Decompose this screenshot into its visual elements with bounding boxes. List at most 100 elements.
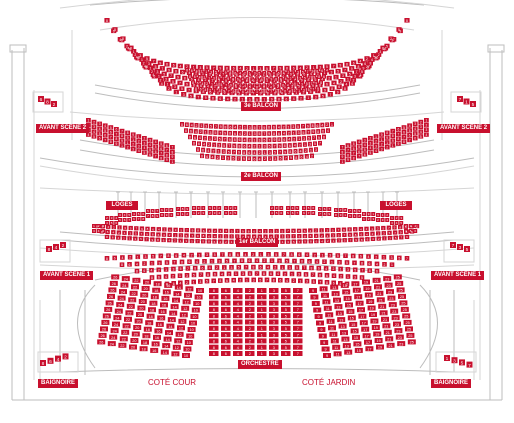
balcon2-seat[interactable]: [368, 145, 373, 150]
orchestre-seat[interactable]: [257, 288, 267, 293]
balcon2-seat[interactable]: [424, 122, 429, 128]
orchestre-seat[interactable]: [293, 306, 303, 312]
balcon2-seat[interactable]: [136, 139, 142, 144]
orchestre-seat[interactable]: [319, 286, 328, 292]
loge-seat[interactable]: [146, 214, 150, 218]
orchestre-seat[interactable]: [214, 265, 220, 270]
balcon1-seat[interactable]: [285, 239, 291, 244]
loge-seat[interactable]: [160, 208, 164, 212]
orchestre-seat[interactable]: [120, 255, 125, 260]
loge-seat[interactable]: [109, 216, 114, 220]
orchestre-seat[interactable]: [372, 277, 381, 283]
balcon1-seat[interactable]: [387, 235, 393, 241]
orchestre-seat[interactable]: [194, 259, 200, 264]
balcon2-seat[interactable]: [257, 125, 262, 130]
orchestre-seat[interactable]: [322, 259, 327, 264]
loge-seat[interactable]: [302, 206, 306, 210]
orchestre-seat[interactable]: [284, 278, 290, 283]
orchestre-seat[interactable]: [219, 271, 225, 277]
balcon3-label[interactable]: 3e BALCON: [241, 102, 282, 111]
balcon3-seat[interactable]: [313, 94, 319, 100]
orchestre-seat[interactable]: [182, 353, 190, 358]
balcon3-seat[interactable]: [161, 71, 167, 77]
orchestre-seat[interactable]: [273, 252, 279, 257]
balcon1-seat[interactable]: [144, 237, 149, 242]
balcon2-seat[interactable]: [228, 124, 233, 130]
baignoire-left-label[interactable]: BAIGNOIRE: [38, 379, 79, 388]
balcon3-seat[interactable]: [159, 66, 165, 71]
balcon3-seat[interactable]: [257, 71, 262, 76]
orchestre-seat[interactable]: [229, 265, 234, 270]
orchestre-seat[interactable]: [245, 351, 255, 356]
balcon3-seat[interactable]: [305, 69, 310, 74]
orchestre-seat[interactable]: [281, 306, 291, 312]
balcon3-seat[interactable]: [333, 74, 339, 80]
balcon3-seat[interactable]: [266, 83, 271, 88]
balcon2-seat[interactable]: [286, 124, 291, 130]
loge-seat[interactable]: [357, 209, 362, 213]
balcon3-seat[interactable]: [186, 70, 192, 75]
balcon2-seat[interactable]: [180, 122, 184, 127]
orchestre-seat[interactable]: [233, 313, 243, 319]
balcon2-seat[interactable]: [298, 148, 303, 154]
avant-scene-1-right-seat[interactable]: [450, 242, 456, 248]
loge-seat[interactable]: [274, 206, 279, 210]
orchestre-seat[interactable]: [316, 265, 322, 271]
balcon3-seat[interactable]: [180, 69, 186, 75]
balcon2-seat[interactable]: [136, 134, 142, 139]
balcon3-seat[interactable]: [264, 66, 270, 71]
orchestre-seat[interactable]: [281, 319, 291, 325]
balcon3-seat[interactable]: [347, 71, 353, 77]
loge-seat[interactable]: [352, 214, 357, 218]
balcon2-seat[interactable]: [282, 143, 287, 148]
balcon1-seat[interactable]: [116, 230, 122, 235]
balcon1-seat[interactable]: [336, 227, 341, 232]
balcon3-seat[interactable]: [322, 87, 328, 93]
balcon2-seat[interactable]: [215, 155, 220, 160]
orchestre-seat[interactable]: [335, 253, 341, 258]
balcon2-seat[interactable]: [262, 131, 267, 136]
balcon2-seat[interactable]: [297, 136, 302, 141]
orchestre-seat[interactable]: [178, 266, 183, 271]
orchestre-seat[interactable]: [145, 320, 154, 326]
orchestre-seat[interactable]: [342, 289, 351, 295]
orchestre-seat[interactable]: [257, 344, 267, 350]
orchestre-seat[interactable]: [193, 301, 202, 306]
orchestre-seat[interactable]: [218, 278, 223, 283]
orchestre-seat[interactable]: [184, 340, 193, 345]
balcon3-seat[interactable]: [238, 70, 243, 76]
balcon2-seat[interactable]: [232, 137, 237, 142]
balcon1-seat[interactable]: [319, 228, 324, 233]
balcon3-seat[interactable]: [311, 87, 316, 92]
baignoire-left-seat[interactable]: [40, 360, 46, 366]
balcon2-seat[interactable]: [108, 134, 114, 140]
orchestre-seat[interactable]: [374, 338, 383, 343]
loge-seat[interactable]: [201, 206, 206, 210]
balcon3-seat[interactable]: [281, 82, 286, 88]
orchestre-seat[interactable]: [170, 304, 179, 310]
orchestre-seat[interactable]: [375, 290, 384, 296]
balcon1-seat[interactable]: [195, 233, 200, 238]
balcon3-seat[interactable]: [267, 70, 272, 76]
balcon3-seat[interactable]: [217, 88, 222, 93]
balcon2-seat[interactable]: [210, 154, 215, 160]
balcon1-seat[interactable]: [190, 228, 195, 233]
loge-seat[interactable]: [376, 213, 380, 217]
orchestre-seat[interactable]: [150, 347, 159, 353]
orchestre-seat[interactable]: [233, 325, 243, 331]
loge-seat[interactable]: [212, 211, 217, 215]
balcon1-seat[interactable]: [291, 228, 296, 233]
balcon3-seat[interactable]: [204, 69, 209, 74]
orchestre-seat[interactable]: [364, 292, 373, 298]
balcon1-label[interactable]: 1er BALCON: [236, 238, 279, 247]
balcon1-seat[interactable]: [347, 232, 353, 237]
orchestre-seat[interactable]: [122, 323, 131, 329]
loge-seat[interactable]: [376, 218, 380, 222]
balcon2-seat[interactable]: [147, 152, 153, 157]
balcon2-seat[interactable]: [257, 156, 262, 162]
balcon2-seat[interactable]: [209, 123, 213, 129]
balcon1-seat[interactable]: [184, 238, 189, 243]
balcon2-seat[interactable]: [310, 123, 315, 128]
loge-seat[interactable]: [334, 213, 338, 217]
balcon1-seat[interactable]: [325, 228, 330, 233]
